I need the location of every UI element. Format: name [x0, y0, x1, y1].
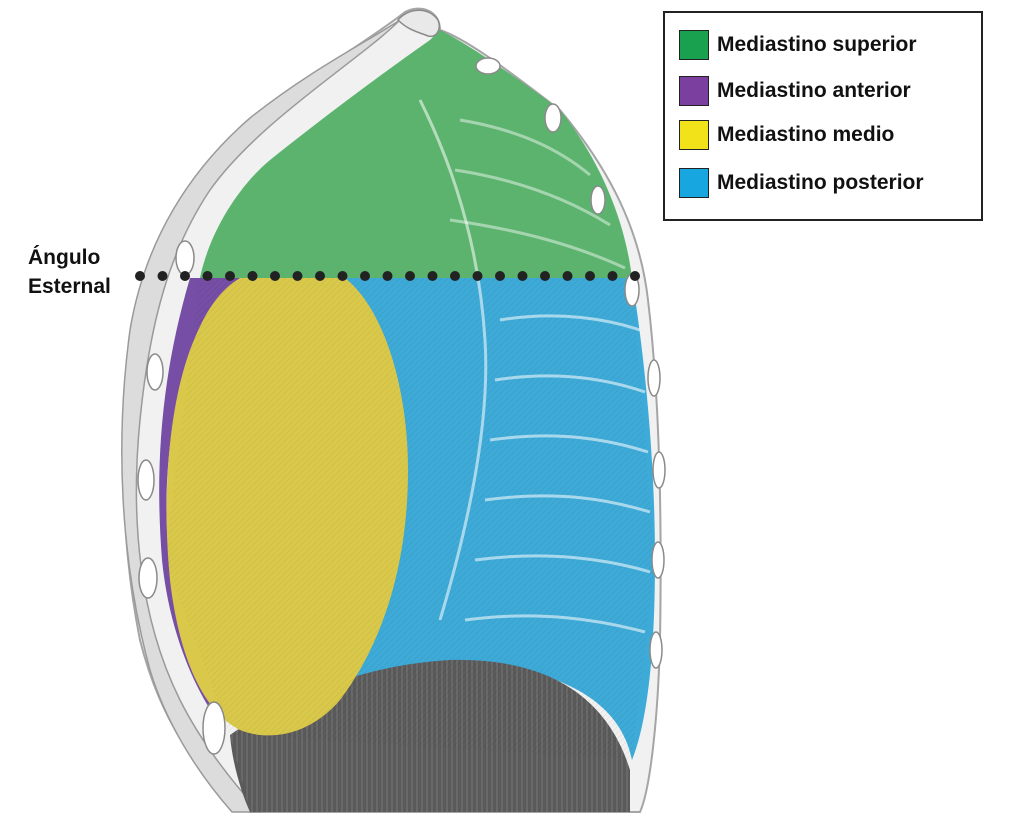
sternal-angle-dotted-line — [135, 271, 640, 281]
sternal-angle-label: Ángulo Esternal — [28, 243, 111, 301]
dotted-line-dot — [405, 271, 415, 281]
dotted-line-dot — [202, 271, 213, 281]
dotted-line-dot — [135, 271, 145, 281]
legend-label-superior: Mediastino superior — [717, 33, 917, 56]
dotted-line-dot — [247, 271, 258, 281]
legend-label-posterior: Mediastino posterior — [717, 171, 924, 194]
legend-box: Mediastino superior Mediastino anterior … — [663, 11, 983, 221]
dotted-line-dot — [450, 271, 460, 281]
dotted-line-dot — [495, 271, 505, 281]
legend-label-anterior: Mediastino anterior — [717, 79, 911, 102]
dotted-line-dot — [427, 271, 438, 281]
neck-top — [396, 9, 440, 38]
legend-item-posterior: Mediastino posterior — [679, 167, 924, 199]
dotted-line-dot — [157, 271, 168, 281]
dotted-line-dot — [585, 271, 595, 281]
legend-item-medio: Mediastino medio — [679, 119, 894, 151]
legend-swatch-posterior — [679, 168, 709, 198]
dotted-line-dot — [472, 271, 483, 281]
dotted-line-dot — [607, 271, 618, 281]
dotted-line-dot — [270, 271, 280, 281]
dotted-line-dot — [382, 271, 393, 281]
sternal-angle-label-line1: Ángulo — [28, 246, 101, 269]
dotted-line-dot — [540, 271, 550, 281]
dotted-line-dot — [337, 271, 348, 281]
legend-swatch-medio — [679, 120, 709, 150]
legend-item-superior: Mediastino superior — [679, 29, 917, 61]
dotted-line-dot — [562, 271, 573, 281]
dotted-line-dot — [630, 271, 640, 281]
legend-label-medio: Mediastino medio — [717, 123, 895, 146]
rib-cartilage-right — [475, 57, 666, 669]
dotted-line-dot — [180, 271, 190, 281]
dotted-line-dot — [292, 271, 303, 281]
dotted-line-dot — [225, 271, 235, 281]
legend-swatch-anterior — [679, 76, 709, 106]
dotted-line-dot — [315, 271, 325, 281]
sternal-angle-label-line2: Esternal — [28, 275, 111, 298]
dotted-line-dot — [517, 271, 528, 281]
legend-item-anterior: Mediastino anterior — [679, 75, 911, 107]
vertebral-column — [418, 99, 651, 634]
dotted-line-dot — [360, 271, 370, 281]
legend-swatch-superior — [679, 30, 709, 60]
superior-mediastinum-region — [200, 30, 632, 278]
rib-cartilage-left — [137, 240, 226, 755]
ribs — [449, 118, 626, 270]
